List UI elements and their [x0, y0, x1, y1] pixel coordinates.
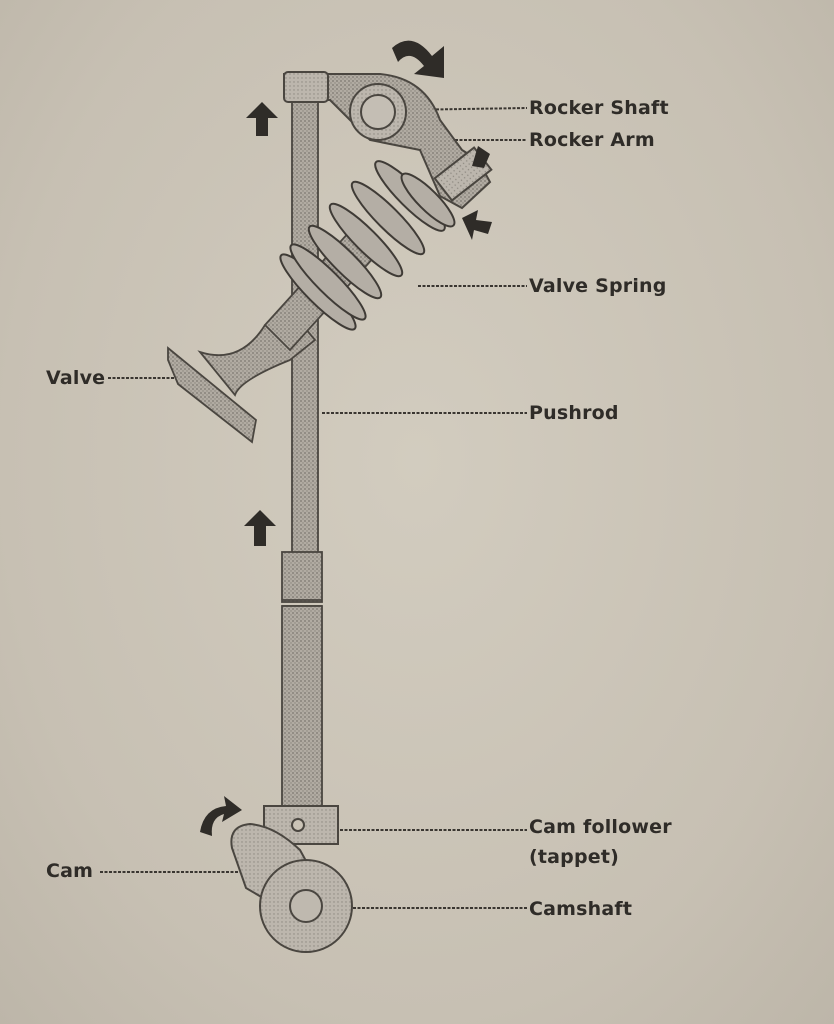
label-cam-follower-line2: (tappet) [529, 846, 620, 868]
rocker-rotation-arrow-icon [392, 40, 444, 78]
label-valve-spring: Valve Spring [529, 275, 667, 297]
up-arrow-icon [246, 102, 278, 136]
label-camshaft: Camshaft [529, 898, 633, 920]
pushrod [281, 94, 323, 807]
rocker-shaft [349, 83, 407, 141]
label-cam-follower: Cam follower (tappet) [529, 812, 672, 872]
label-pushrod: Pushrod [529, 402, 619, 424]
label-cam-follower-line1: Cam follower [529, 816, 672, 838]
down-right-arrow-icon [462, 210, 492, 240]
label-cam: Cam [46, 860, 94, 882]
leader-rocker-shaft [399, 107, 528, 111]
down-arrow-icon [472, 146, 490, 168]
label-rocker-shaft: Rocker Shaft [529, 97, 669, 119]
cam-rotation-arrow-icon [200, 796, 242, 836]
up-arrow-icon [244, 510, 276, 546]
label-valve: Valve [46, 367, 106, 389]
label-rocker-arm: Rocker Arm [529, 129, 655, 151]
camshaft [259, 859, 353, 953]
valve-spring [279, 160, 456, 331]
